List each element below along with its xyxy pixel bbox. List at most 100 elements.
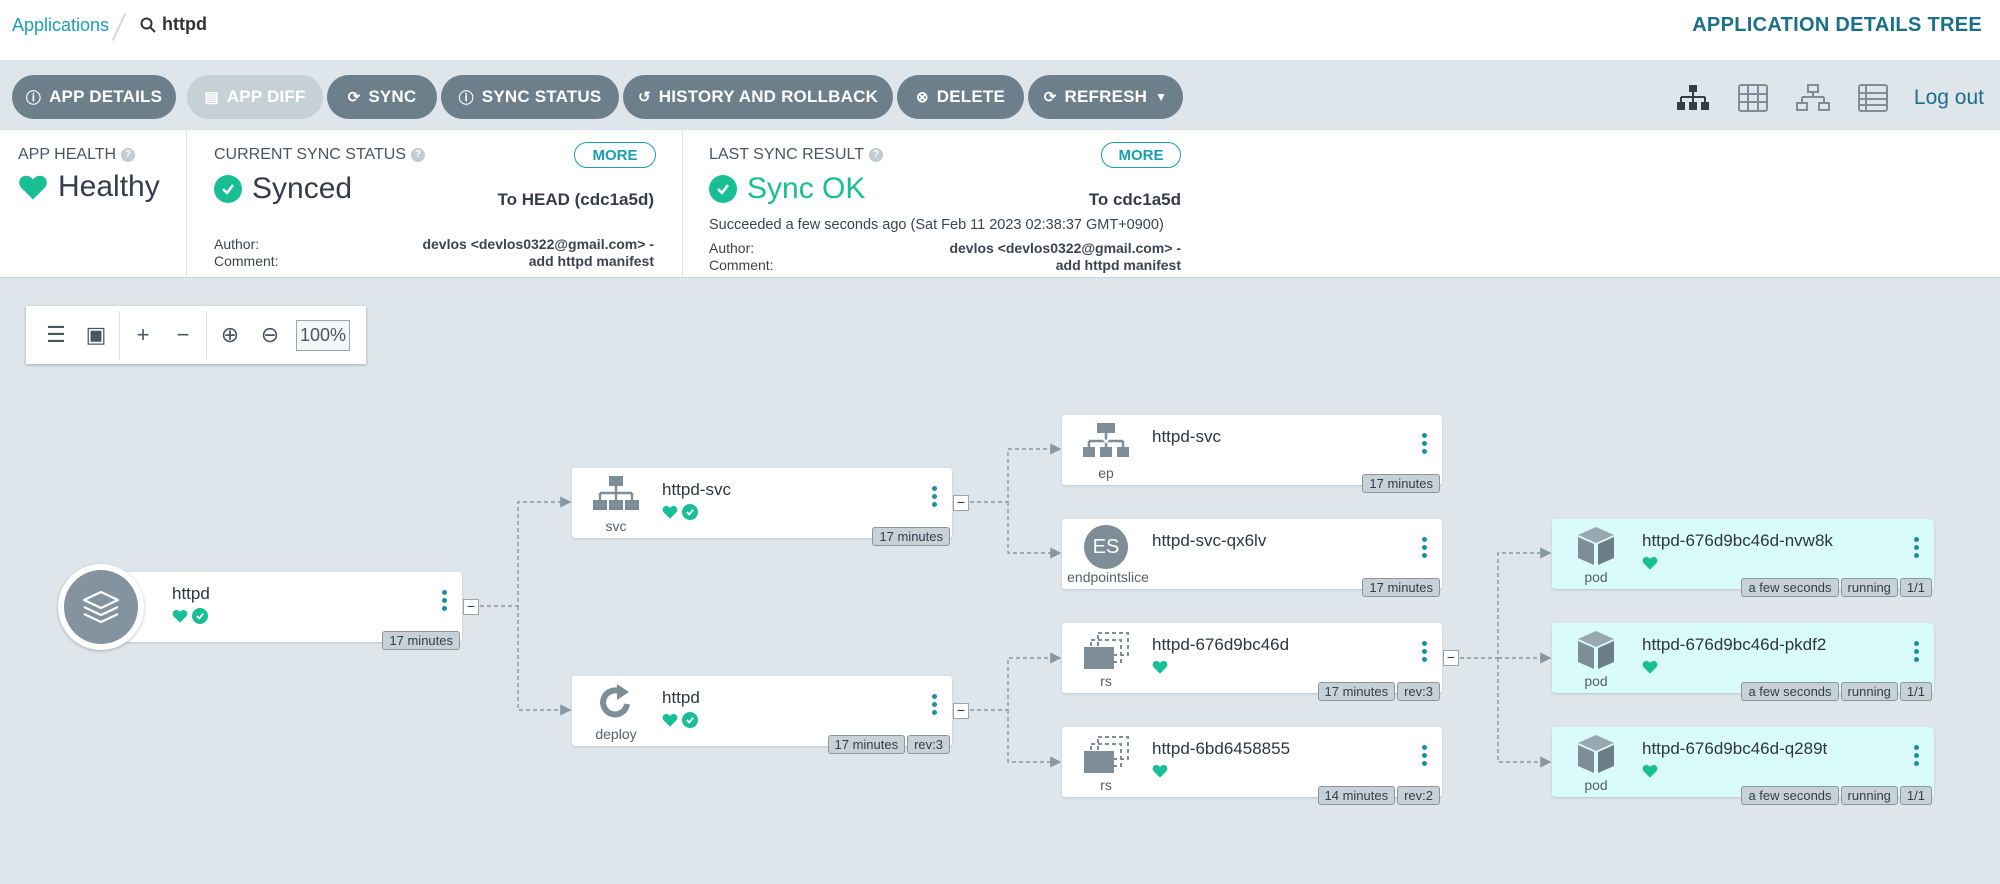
endpointslice-icon: ES bbox=[1076, 525, 1136, 569]
last-sync-author-label: Author: bbox=[709, 240, 755, 256]
age-badge: 14 minutes bbox=[1317, 786, 1396, 805]
heart-icon bbox=[1152, 661, 1168, 674]
app-node-icon bbox=[58, 564, 144, 650]
node-svc-httpd-svc[interactable]: svc httpd-svc 17 minutes bbox=[572, 468, 952, 546]
collapse-toggle[interactable]: − bbox=[463, 599, 479, 615]
age-badge: 17 minutes bbox=[827, 735, 906, 754]
state-badge: running bbox=[1840, 786, 1898, 805]
node-badges: 17 minutes bbox=[382, 631, 460, 650]
last-sync-target: To cdc1a5d bbox=[1088, 190, 1181, 209]
node-kind: rs bbox=[1100, 673, 1112, 689]
collapse-toggle[interactable]: − bbox=[953, 495, 969, 511]
age-badge: a few seconds bbox=[1741, 786, 1839, 805]
last-sync-more-button[interactable]: MORE bbox=[1101, 142, 1181, 168]
age-badge: 17 minutes bbox=[1362, 578, 1440, 597]
more-options-icon[interactable] bbox=[1422, 745, 1428, 769]
node-endpointslice-httpd-svc-qx6lv[interactable]: ES endpointslice httpd-svc-qx6lv 17 minu… bbox=[1062, 519, 1442, 597]
last-sync-comment-label: Comment: bbox=[709, 257, 774, 273]
sync-target: To HEAD (cdc1a5d) bbox=[497, 190, 655, 209]
sync-more-button[interactable]: MORE bbox=[574, 142, 656, 168]
node-pod-httpd-676d9bc46d-nvw8k[interactable]: pod httpd-676d9bc46d-nvw8k a few seconds… bbox=[1552, 519, 1934, 597]
zoom-out-icon[interactable]: ⊖ bbox=[260, 322, 280, 347]
graph-toolbar: ☰ ▣ + − ⊕ ⊖ 100% bbox=[26, 306, 366, 364]
app-node-httpd[interactable]: httpd 17 minutes bbox=[120, 572, 462, 650]
history-rollback-button[interactable]: ↺HISTORY AND ROLLBACK bbox=[623, 75, 893, 119]
more-options-icon[interactable] bbox=[442, 590, 448, 614]
fit-to-screen-icon[interactable]: ▣ bbox=[85, 322, 107, 347]
zoom-level[interactable]: 100% bbox=[296, 319, 351, 351]
breadcrumb-search[interactable]: httpd bbox=[140, 14, 207, 35]
node-badges: 17 minutes bbox=[872, 527, 950, 546]
breadcrumb-search-text: httpd bbox=[162, 14, 207, 34]
age-badge: 17 minutes bbox=[1317, 682, 1396, 701]
more-options-icon[interactable] bbox=[932, 486, 938, 510]
toolbar-separator bbox=[119, 311, 120, 359]
app-health-label-wrap: APP HEALTH ? bbox=[18, 146, 160, 164]
network-view-icon[interactable] bbox=[1794, 83, 1832, 113]
node-name: httpd-6bd6458855 bbox=[1152, 739, 1291, 758]
collapse-toggle[interactable]: − bbox=[1443, 650, 1459, 666]
help-icon[interactable]: ? bbox=[411, 148, 426, 162]
list-view-icon[interactable] bbox=[1854, 83, 1892, 113]
delete-button[interactable]: ⊗ DELETE bbox=[897, 75, 1024, 119]
app-diff-button[interactable]: ▤APP DIFF bbox=[187, 75, 323, 119]
more-options-icon[interactable] bbox=[1914, 537, 1920, 561]
sync-label: SYNC bbox=[368, 87, 417, 106]
node-pod-httpd-676d9bc46d-pkdf2[interactable]: pod httpd-676d9bc46d-pkdf2 a few seconds… bbox=[1552, 623, 1934, 701]
logout-link[interactable]: Log out bbox=[1913, 86, 1984, 109]
refresh-button[interactable]: ⟳REFRESH▼ bbox=[1028, 75, 1183, 119]
ready-badge: 1/1 bbox=[1899, 786, 1932, 805]
node-statuses bbox=[662, 504, 698, 520]
search-icon bbox=[140, 17, 156, 33]
more-options-icon[interactable] bbox=[1422, 537, 1428, 561]
node-statuses bbox=[1152, 763, 1168, 779]
age-badge: 17 minutes bbox=[382, 631, 460, 650]
last-sync-value: Sync OK bbox=[747, 172, 866, 205]
close-circle-icon: ⊗ bbox=[915, 89, 929, 106]
info-icon: ⓘ bbox=[458, 89, 474, 107]
collapse-all-icon[interactable]: − bbox=[176, 322, 190, 347]
heart-icon bbox=[19, 175, 47, 200]
zoom-in-icon[interactable]: ⊕ bbox=[220, 322, 240, 347]
align-left-icon[interactable]: ☰ bbox=[46, 322, 66, 347]
info-icon: ⓘ bbox=[25, 89, 42, 107]
tree-view-icon[interactable] bbox=[1674, 83, 1712, 113]
node-kind: pod bbox=[1584, 569, 1608, 585]
last-sync-author: devlos <devlos0322@gmail.com> - bbox=[949, 240, 1181, 256]
more-options-icon[interactable] bbox=[1422, 641, 1428, 665]
more-options-icon[interactable] bbox=[932, 694, 938, 718]
more-options-icon[interactable] bbox=[1914, 641, 1920, 665]
check-circle-icon bbox=[214, 175, 242, 203]
sync-button[interactable]: ⟳SYNC bbox=[327, 75, 437, 119]
pods-grid-view-icon[interactable] bbox=[1734, 83, 1772, 113]
node-statuses bbox=[1152, 659, 1168, 675]
age-badge: a few seconds bbox=[1741, 682, 1839, 701]
more-options-icon[interactable] bbox=[1422, 433, 1428, 457]
age-badge: a few seconds bbox=[1741, 578, 1839, 597]
app-health-value: Healthy bbox=[58, 170, 160, 203]
current-sync-value: Synced bbox=[252, 172, 353, 205]
more-options-icon[interactable] bbox=[1914, 745, 1920, 769]
delete-label: DELETE bbox=[936, 87, 1006, 106]
breadcrumb-applications-link[interactable]: Applications bbox=[12, 15, 110, 35]
help-icon[interactable]: ? bbox=[869, 148, 884, 162]
help-icon[interactable]: ? bbox=[121, 148, 136, 162]
current-sync-section: CURRENT SYNC STATUS ? MORE Synced To HEA… bbox=[214, 142, 656, 276]
revision-badge: rev:2 bbox=[1397, 786, 1440, 805]
node-kind: endpointslice bbox=[1067, 569, 1149, 585]
node-statuses bbox=[1642, 659, 1658, 675]
node-statuses bbox=[1642, 763, 1658, 779]
node-pod-httpd-676d9bc46d-q289t[interactable]: pod httpd-676d9bc46d-q289t a few seconds… bbox=[1552, 727, 1934, 805]
collapse-toggle[interactable]: − bbox=[953, 703, 969, 719]
node-badges: 17 minutes bbox=[1362, 578, 1440, 597]
expand-all-icon[interactable]: + bbox=[136, 322, 150, 347]
node-ep-httpd-svc[interactable]: ep httpd-svc 17 minutes bbox=[1062, 415, 1442, 493]
